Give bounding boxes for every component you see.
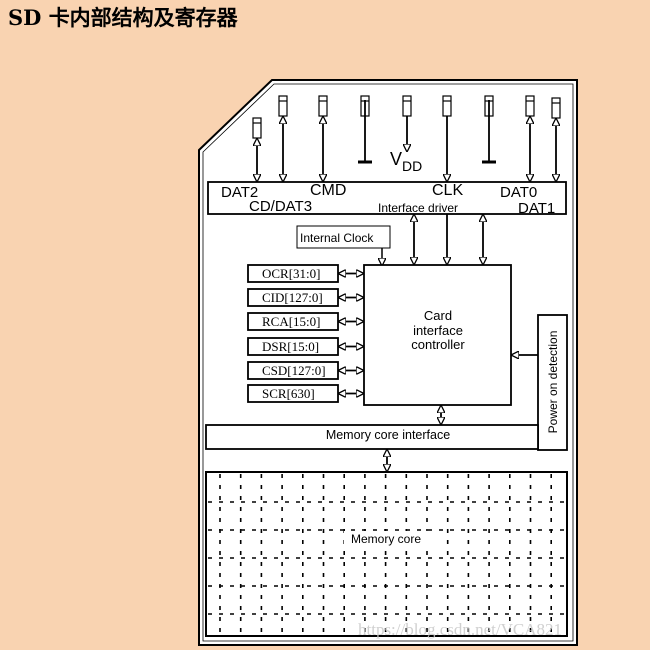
memory-core-label: Memory core	[351, 532, 421, 546]
vdd-label: V	[390, 149, 402, 169]
watermark: https://blog.csdn.net/VCA821	[358, 620, 562, 639]
controller-label-line3: controller	[411, 337, 465, 352]
register-5: SCR[630]	[247, 384, 360, 403]
internal-clock-label: Internal Clock	[300, 231, 374, 245]
memory-core-interface-box	[205, 424, 539, 450]
pin-label-dat0: DAT0	[500, 184, 537, 201]
register-0: OCR[31:0]	[247, 264, 360, 283]
register-3: DSR[15:0]	[247, 337, 360, 356]
register-label: OCR[31:0]	[262, 266, 321, 281]
interface-driver-box	[207, 181, 567, 215]
pin-signal-lines	[257, 100, 556, 178]
memory-cell-grid	[208, 474, 565, 634]
memory-core-box	[205, 471, 568, 637]
pin-label-cd-dat3: CD/DAT3	[249, 198, 312, 215]
pin-label-clk: CLK	[432, 182, 463, 199]
register-label: RCA[15:0]	[262, 314, 321, 329]
card-interface-controller-box	[363, 264, 512, 406]
driver-controller-links	[414, 214, 483, 261]
register-2: RCA[15:0]	[247, 312, 360, 331]
controller-label-line2: interface	[413, 323, 463, 338]
pin-label-cmd: CMD	[310, 182, 346, 199]
register-label: CID[127:0]	[262, 290, 323, 305]
pin-label-dat2: DAT2	[221, 184, 258, 201]
interface-driver-label: Interface driver	[378, 201, 458, 215]
vdd-subscript: DD	[402, 158, 422, 174]
registers: OCR[31:0] CID[127:0] RCA[15:0] DSR[15:0] CSD…	[247, 264, 360, 403]
page-heading: SD 卡内部结构及寄存器	[8, 5, 238, 30]
register-label: SCR[630]	[262, 386, 315, 401]
internal-clock-box	[296, 225, 391, 249]
controller-label-line1: Card	[424, 308, 452, 323]
register-label: CSD[127:0]	[262, 363, 326, 378]
register-4: CSD[127:0]	[247, 361, 360, 380]
register-1: CID[127:0]	[247, 288, 360, 307]
memory-core-interface-label: Memory core interface	[326, 428, 450, 442]
power-on-detection-box	[537, 314, 568, 451]
register-label: DSR[15:0]	[262, 339, 319, 354]
power-on-detection-label: Power on detection	[546, 331, 560, 434]
pin-label-dat1: DAT1	[518, 200, 555, 217]
